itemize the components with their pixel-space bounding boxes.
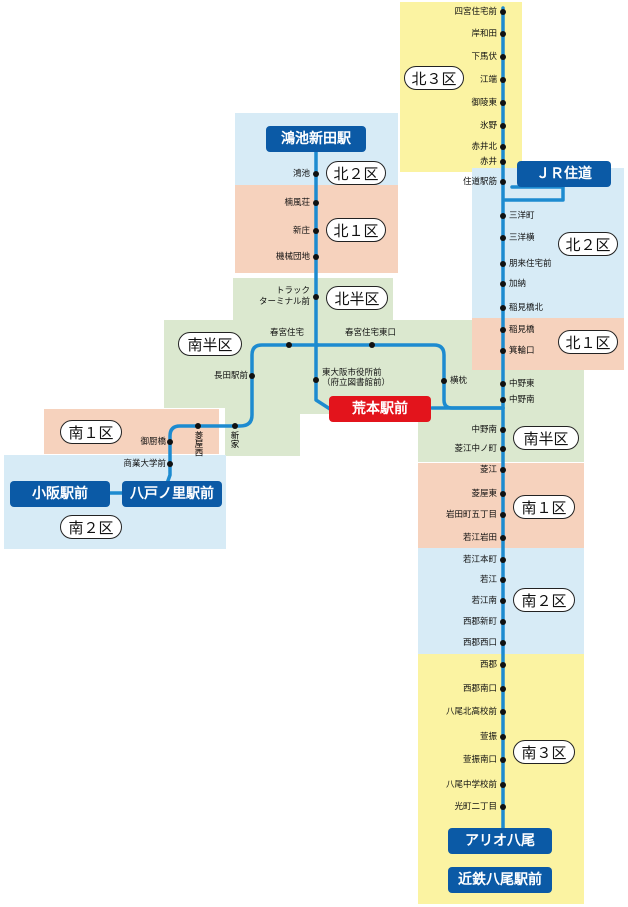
zone-label-minami1-right: 南１区: [513, 495, 575, 519]
zone-label-kita2-left: 北２区: [326, 161, 386, 185]
station-label: 光町二丁目: [454, 802, 497, 812]
station-label: 菱屋東: [471, 489, 497, 499]
station-label: 中野南: [471, 425, 497, 435]
zone-label-minami1-left: 南１区: [60, 420, 122, 444]
station-label: 御厨橋: [140, 437, 166, 447]
station-dots: [167, 9, 506, 810]
terminal-jr[interactable]: ＪＲ住道: [517, 161, 611, 187]
zone-label-kita3: 北３区: [404, 66, 464, 90]
station-label: 中野南: [509, 395, 535, 405]
west-route-line: [314, 138, 332, 411]
station-label: 菱江: [479, 465, 497, 475]
zone-label-minamihan-left: 南半区: [178, 332, 242, 356]
zone-label-minami3-right: 南３区: [513, 740, 575, 764]
station-label: 岸和田: [471, 29, 497, 39]
station-label: 鴻池: [292, 169, 310, 179]
station-label: 菱屋西: [193, 431, 203, 457]
zone-label-minami2-left: 南２区: [60, 515, 122, 539]
station-label: 八尾北高校前: [445, 707, 497, 717]
terminal-aramoto[interactable]: 荒本駅前: [329, 396, 431, 422]
station-label: 住道駅筋: [462, 177, 497, 187]
zone-minami3-right-area: [418, 654, 584, 904]
station-label: 赤井: [479, 157, 497, 167]
zone-label-kita2-right: 北２区: [558, 232, 618, 256]
station-label: 新庄: [292, 226, 310, 236]
station-label: 萱振南口: [462, 755, 497, 765]
station-label: 氷野: [479, 121, 497, 131]
station-label: 中野東: [509, 379, 535, 389]
station-label: 朋来住宅前: [509, 259, 552, 269]
kasuga-loop-line: [162, 343, 320, 494]
terminal-yaenosato[interactable]: 八戸ノ里駅前: [122, 481, 222, 507]
station-label: ターミナル前: [258, 297, 310, 307]
zone-label-kitahan: 北半区: [326, 286, 388, 310]
station-label: 春宮住宅: [270, 328, 305, 338]
station-label: 加納: [509, 279, 527, 289]
zone-label-minami2-right: 南２区: [513, 588, 575, 612]
station-label: 楠風荘: [284, 198, 310, 208]
station-label: 箕輪口: [509, 346, 535, 356]
station-label: 商業大学前: [123, 459, 166, 469]
zone-label-minamihan-right: 南半区: [513, 426, 579, 450]
station-label: 岩田町五丁目: [445, 510, 497, 520]
station-label: 西郡: [479, 660, 497, 670]
station-label: 三洋町: [509, 211, 535, 221]
zone-label-kita1-left: 北１区: [326, 218, 386, 242]
jr-connector-line: [503, 185, 565, 202]
station-label: トラック: [275, 286, 310, 296]
terminal-kosaka[interactable]: 小阪駅前: [10, 481, 110, 507]
station-label: 春宮住宅東口: [345, 328, 397, 338]
station-label: 若江本町: [462, 555, 497, 565]
station-label: 赤井北: [471, 142, 497, 152]
station-label: 機械団地: [275, 252, 310, 262]
station-label: 稲見橋北: [509, 303, 544, 313]
station-label: 三洋横: [509, 233, 535, 243]
zone-label-kita1-right: 北１区: [558, 330, 618, 354]
terminal-konoike[interactable]: 鴻池新田駅: [266, 126, 366, 152]
station-label: （府立図書館前）: [322, 378, 391, 388]
terminal-kintetsu[interactable]: 近鉄八尾駅前: [448, 867, 552, 893]
station-label: 下馬伏: [471, 52, 497, 62]
station-label: 菱江中ノ町: [454, 444, 497, 454]
station-label: 東大阪市役所前: [322, 368, 382, 378]
zone-minamihan-left-lower: [225, 408, 300, 456]
station-label: 若江南: [471, 596, 497, 606]
station-label: 八尾中学校前: [445, 780, 497, 790]
station-label: 長田駅前: [213, 371, 248, 381]
station-label: 四宮住宅前: [454, 7, 497, 17]
station-label: 西郡南口: [462, 684, 497, 694]
station-label: 江端: [479, 75, 497, 85]
station-label: 横枕: [450, 376, 468, 386]
station-label: 若江: [479, 575, 497, 585]
station-label: 稲見橋: [509, 325, 535, 335]
station-label: 西郡新町: [462, 617, 497, 627]
terminal-ario[interactable]: アリオ八尾: [448, 828, 552, 854]
station-label: 萱振: [479, 732, 497, 742]
station-label: 西郡西口: [462, 638, 497, 648]
station-label: 御陵東: [471, 98, 497, 108]
station-label: 若江岩田: [462, 533, 497, 543]
station-label: 新家: [229, 431, 239, 448]
